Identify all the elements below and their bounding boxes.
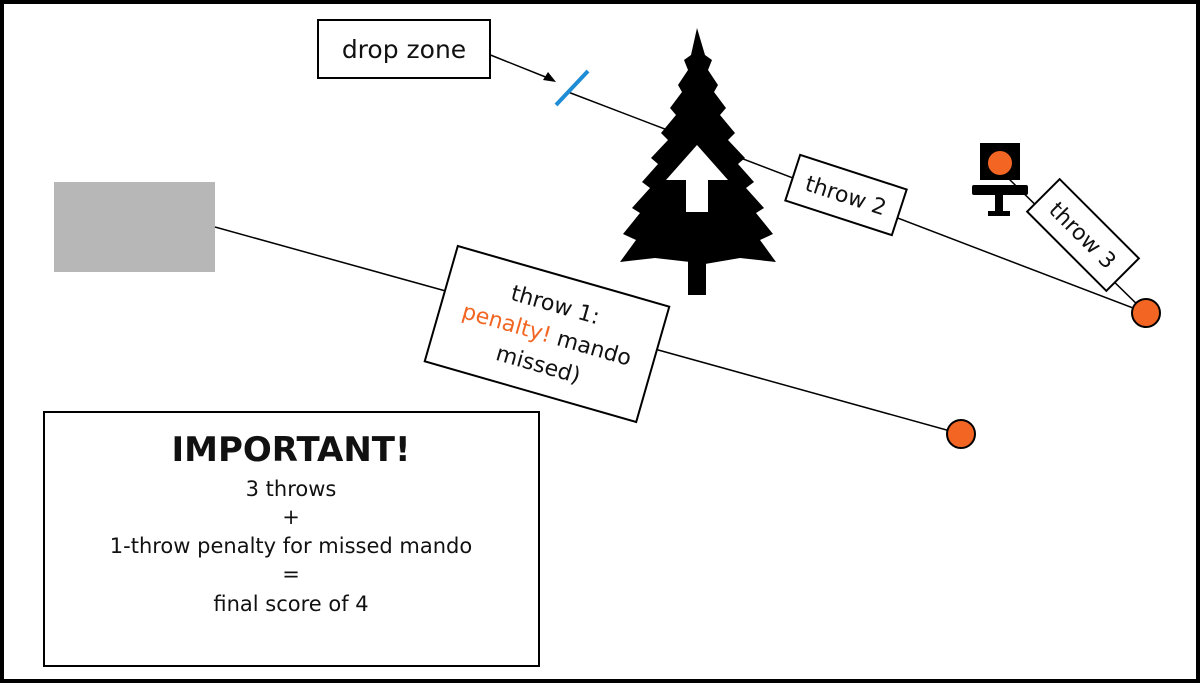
important-title: IMPORTANT! [172,430,411,470]
throw-2-box [784,153,908,237]
important-border [43,411,540,667]
throw-1-label: throw 1: penalty! mando missed) [423,244,671,424]
throw-3-box [1025,177,1141,293]
basket-base [988,211,1010,216]
disc-golf-basket-icon [972,143,1028,216]
disc-lie-2 [1131,298,1161,328]
important-box: IMPORTANT! 3 throws + 1-throw penalty fo… [43,411,540,667]
pine-tree-icon [620,28,776,295]
disc-in-basket [986,149,1014,177]
important-line: final score of 4 [213,592,368,616]
disc-lie-1 [946,419,976,449]
important-line: 3 throws [246,477,337,501]
important-line: + [282,505,300,529]
basket-tray [972,185,1028,195]
drop-zone-label: drop zone [317,19,491,79]
drop-zone-mark [554,69,590,107]
tee-pad [54,182,215,272]
drop-zone-arrow-line [487,53,549,79]
basket-top [980,143,1020,150]
tree-canopy [620,28,776,264]
drop-zone-arrowhead [543,72,556,82]
mando-arrow-icon [666,145,728,212]
drop-zone-box [317,19,491,79]
throw-1-box [423,244,671,424]
basket-pole [995,195,1003,213]
important-line: 1-throw penalty for missed mando [110,534,472,558]
drop-zone-text: drop zone [342,35,466,64]
important-line: = [282,562,300,586]
